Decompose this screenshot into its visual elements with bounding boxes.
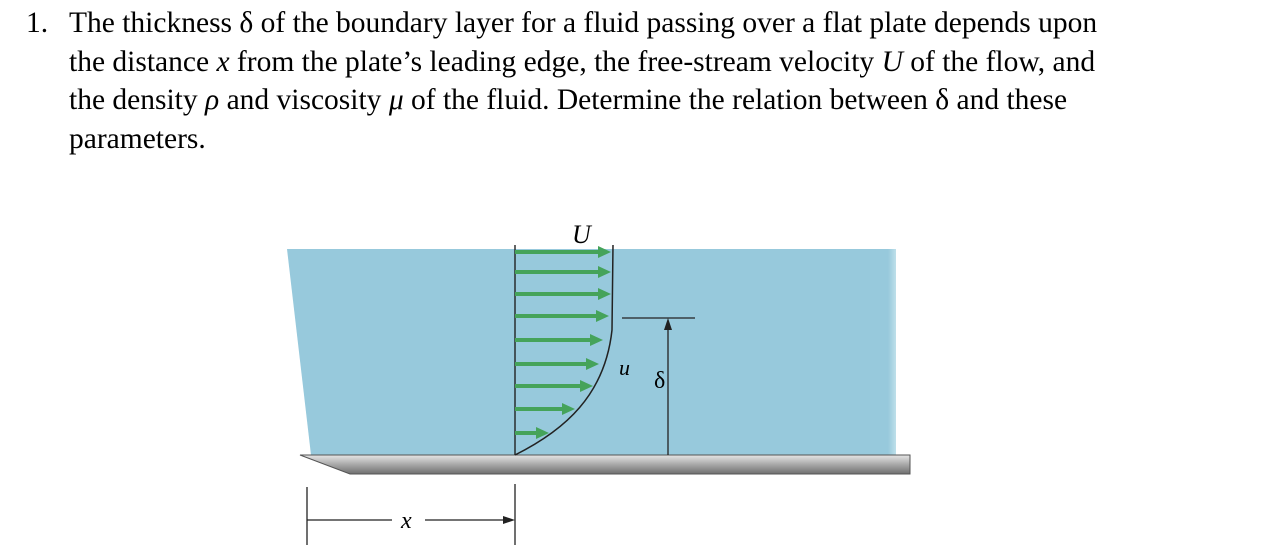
fluid-right-fade [888, 249, 896, 455]
velocity-arrow [515, 427, 549, 439]
math-symbol: ρ [205, 84, 220, 116]
problem-line-1: The thickness δ of the boundary layer fo… [69, 7, 1098, 39]
problem-line-2: the distance x from the plate’s leading … [69, 45, 1096, 78]
problem-line-3: the density ρ and viscosity μ of the flu… [69, 84, 1068, 116]
velocity-arrow [515, 246, 611, 258]
math-symbol: x [216, 45, 230, 78]
x-arrowhead [503, 516, 515, 524]
velocity-arrow [515, 380, 593, 392]
problem-line-4: parameters. [69, 122, 206, 155]
velocity-arrow [515, 403, 575, 415]
label-local-velocity: u [619, 355, 630, 380]
math-symbol: μ [388, 84, 404, 116]
velocity-arrow [515, 310, 609, 322]
label-distance: x [400, 508, 412, 534]
label-boundary-thickness: δ [654, 368, 665, 394]
velocity-arrow [515, 288, 611, 300]
velocity-arrow [515, 266, 611, 278]
velocity-arrows [515, 246, 611, 439]
velocity-arrow [515, 334, 603, 346]
math-symbol: U [881, 45, 903, 78]
flat-plate [299, 454, 911, 475]
fluid-region [287, 249, 893, 455]
label-free-stream-velocity: U [572, 220, 593, 249]
velocity-arrow [515, 358, 599, 370]
delta-arrowhead [664, 318, 672, 330]
problem-number: 1. [26, 7, 49, 39]
velocity-profile-curve [514, 244, 614, 456]
